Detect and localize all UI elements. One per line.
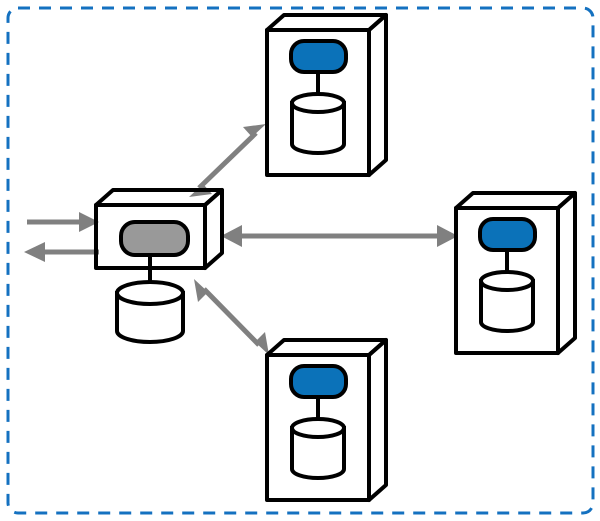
- peer-node-bottom-face-front: [265, 353, 371, 502]
- coordinator-face-front: [94, 203, 207, 270]
- link-right-head-left: [221, 225, 242, 247]
- peer-node-top-face-top: [265, 13, 388, 32]
- peer-node-right-database: [479, 270, 535, 333]
- coordinator-service-badge[interactable]: [119, 220, 190, 257]
- peer-node-bottom-face-top: [265, 338, 388, 357]
- coordinator-database-cylinder: [115, 280, 185, 344]
- bidirectional-link-right: [221, 225, 458, 247]
- link-bottom-head-upper: [194, 279, 208, 302]
- link-top-shaft: [197, 131, 258, 190]
- coordinator-face-side: [203, 188, 224, 270]
- peer-node-bottom[interactable]: [265, 338, 388, 502]
- peer-node-bottom-service-badge[interactable]: [289, 364, 348, 399]
- link-bottom-head-lower: [255, 332, 269, 355]
- external-inbound-arrow: [27, 212, 99, 232]
- peer-node-right-face-side: [556, 191, 577, 355]
- peer-node-top[interactable]: [265, 13, 388, 177]
- peer-node-right-face-front: [454, 206, 560, 355]
- peer-node-top-service-badge[interactable]: [289, 39, 348, 74]
- inbound-arrow-head: [79, 212, 99, 232]
- peer-node-bottom-database: [290, 417, 346, 480]
- bidirectional-link-bottom: [194, 279, 269, 355]
- link-top-head-upper: [243, 124, 266, 137]
- coordinator-node[interactable]: [94, 188, 224, 344]
- outbound-arrow-head: [24, 242, 45, 262]
- peer-node-right-face-top: [454, 191, 577, 210]
- link-right-head-right: [437, 225, 458, 247]
- peer-node-right[interactable]: [454, 191, 577, 355]
- peer-node-top-face-side: [367, 13, 388, 177]
- peer-node-right-service-badge[interactable]: [478, 217, 537, 252]
- peer-node-top-database: [290, 92, 346, 155]
- peer-node-bottom-face-side: [367, 338, 388, 502]
- system-boundary-rect: [6, 6, 595, 515]
- link-bottom-shaft: [202, 287, 261, 347]
- peer-node-top-face-front: [265, 28, 371, 177]
- bidirectional-link-top: [189, 124, 266, 197]
- external-outbound-arrow: [24, 242, 99, 262]
